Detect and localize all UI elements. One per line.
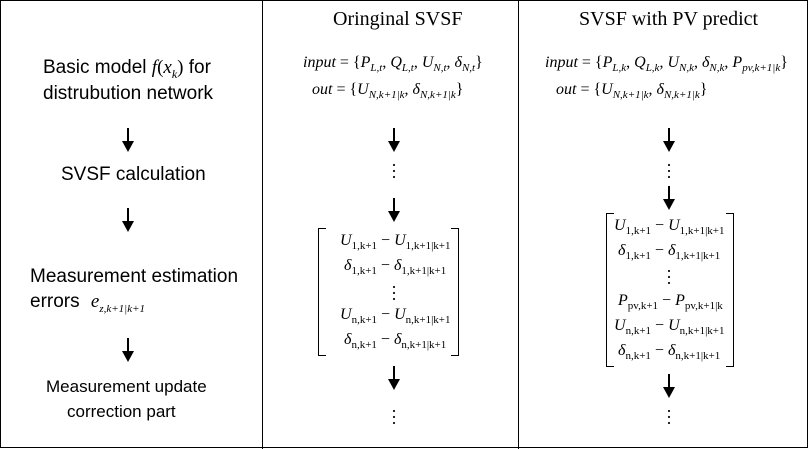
right-vdots-2: ··· (666, 401, 672, 433)
right-matrix-row-5: δn,k+1 − δn,k+1|k+1 (618, 342, 721, 362)
right-matrix-row-3: Ppv,k+1 − Ppv,k+1|k (618, 292, 723, 312)
middle-matrix-row-1: U1,k+1 − U1,k+1|k+1 (340, 232, 451, 252)
right-matrix-row-2: δ1,k+1 − δ1,k+1|k+1 (618, 242, 721, 262)
left-arrow-2 (122, 208, 134, 232)
middle-matrix-vdots: ··· (391, 277, 397, 309)
right-arrow-3 (663, 374, 675, 398)
step-correction-part: correction part (67, 402, 176, 421)
middle-title: Oringinal SVSF (333, 8, 463, 30)
middle-matrix-left-bracket (318, 228, 326, 356)
middle-input-equation: input = {PL,t, QL,t, UN,t, δN,t} (303, 54, 483, 74)
step-measurement-errors: errors ez,k+1|k+1 (30, 291, 146, 315)
right-matrix-row-4: Un,k+1 − Un,k+1|k+1 (614, 317, 725, 337)
left-arrow-1 (122, 128, 134, 152)
step-measurement-estimation: Measurement estimation (30, 266, 239, 287)
middle-arrow-3 (388, 366, 400, 390)
left-arrow-3 (122, 338, 134, 362)
middle-matrix-row-4: δn,k+1 − δn,k+1|k+1 (344, 331, 447, 351)
middle-vdots-2: ··· (391, 401, 397, 433)
right-arrow-2 (663, 186, 675, 210)
step-basic-model-line2: distrubution network (43, 83, 214, 104)
right-out-equation: out = {UN,k+1|k, δN,k+1|k} (556, 81, 708, 101)
right-input-equation: input = {PL,k, QL,k, UN,k, δN,k, Ppv,k+1… (545, 54, 788, 74)
right-matrix-row-1: U1,k+1 − U1,k+1|k+1 (614, 217, 725, 237)
column-divider-2 (518, 0, 519, 449)
middle-matrix-row-3: Un,k+1 − Un,k+1|k+1 (340, 306, 451, 326)
right-title: SVSF with PV predict (579, 8, 759, 30)
middle-vdots-1: ··· (391, 155, 397, 187)
middle-matrix-row-2: δ1,k+1 − δ1,k+1|k+1 (344, 257, 447, 277)
middle-matrix-right-bracket (451, 228, 459, 356)
right-matrix-left-bracket (606, 213, 614, 367)
middle-arrow-1 (388, 128, 400, 152)
right-matrix-right-bracket (726, 213, 734, 367)
right-arrow-1 (663, 128, 675, 152)
right-vdots-1: ··· (666, 155, 672, 187)
step-svsf-calculation: SVSF calculation (61, 164, 206, 185)
middle-out-equation: out = {UN,k+1|k, δN,k+1|k} (312, 81, 464, 101)
middle-arrow-2 (388, 198, 400, 222)
step-basic-model: Basic model f(xk) for (43, 57, 211, 81)
column-divider-1 (262, 0, 263, 449)
right-matrix-vdots: ··· (666, 261, 672, 293)
step-measurement-update: Measurement update (46, 377, 207, 396)
